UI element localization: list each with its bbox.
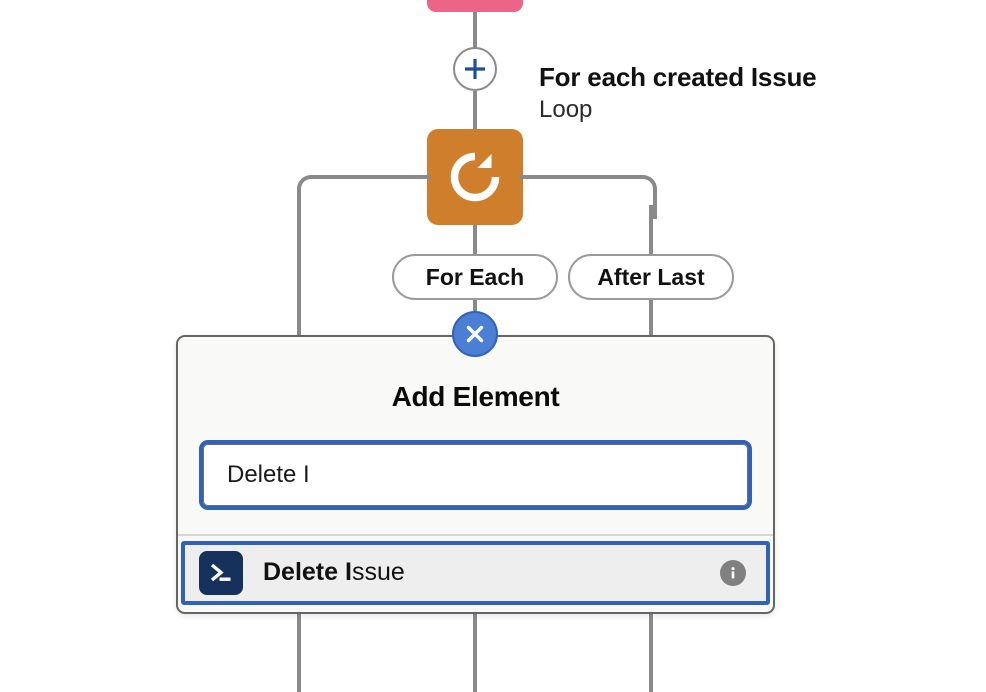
- connector-left-corner: [297, 175, 413, 219]
- connector-plus-to-loop: [473, 91, 477, 129]
- search-input[interactable]: [203, 444, 748, 506]
- connector-right-corner: [541, 175, 657, 219]
- branch-pill-after-last-label: After Last: [597, 263, 705, 290]
- loop-node-subtitle: Loop: [539, 95, 593, 123]
- loop-node-title: For each created Issue: [539, 62, 817, 92]
- result-row-label-rest: ssue: [351, 558, 405, 586]
- result-row-label-match: Delete I: [263, 558, 352, 586]
- add-step-button[interactable]: [453, 47, 497, 91]
- connector-top-to-plus: [473, 12, 477, 48]
- dialog-title: Add Element: [391, 381, 560, 412]
- connector-loop-right-horizontal: [519, 175, 541, 179]
- branch-pill-for-each-label: For Each: [425, 263, 525, 290]
- connector-loop-left-horizontal: [409, 175, 431, 179]
- result-row-delete-issue[interactable]: Delete Issue: [181, 540, 770, 605]
- previous-step-node[interactable]: [427, 0, 523, 12]
- results-separator: [178, 534, 773, 536]
- branch-pill-for-each[interactable]: For Each: [392, 254, 558, 300]
- plus-icon: [462, 56, 488, 82]
- search-field-wrapper: [199, 440, 752, 510]
- loop-node[interactable]: [427, 129, 523, 225]
- result-row-label: Delete Issue: [263, 558, 720, 587]
- loop-refresh-icon: [444, 146, 506, 208]
- loop-node-label: For each created Issue Loop: [539, 62, 817, 124]
- add-element-dialog: Add Element Delete Issue: [176, 335, 775, 614]
- terminal-icon: [199, 550, 243, 595]
- close-dialog-button[interactable]: [452, 311, 498, 357]
- connector-loop-to-for-each: [473, 225, 477, 255]
- branch-pill-after-last[interactable]: After Last: [568, 254, 734, 300]
- info-icon[interactable]: [720, 559, 746, 586]
- close-x-icon: [463, 322, 487, 346]
